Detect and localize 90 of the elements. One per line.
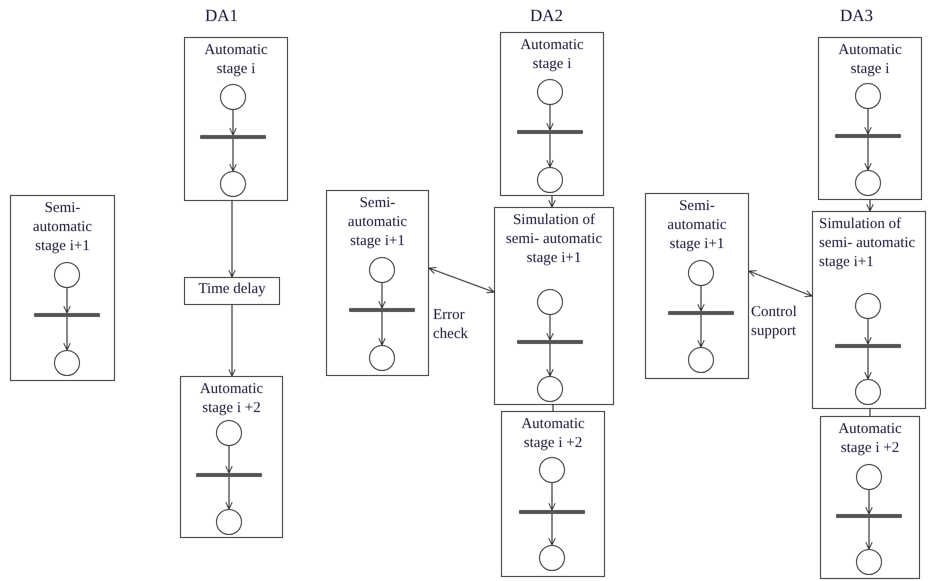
arrow [229, 110, 237, 136]
arrow [229, 139, 237, 172]
place-circle [854, 170, 881, 196]
arrow [864, 319, 872, 344]
arrow [865, 490, 873, 514]
arrow [228, 305, 236, 376]
arrow [866, 200, 874, 212]
place-circle [220, 170, 246, 197]
node-text: Automatic stage i +2 [837, 420, 903, 458]
node-text: Semi- automatic stage i+1 [32, 199, 94, 256]
transition-bar [834, 134, 901, 138]
arrow [697, 286, 705, 312]
place-circle [688, 346, 714, 373]
arrow [228, 201, 236, 278]
transition-bar [516, 130, 583, 134]
place-circle [54, 262, 80, 288]
arrow [864, 138, 872, 170]
place-circle [536, 166, 563, 193]
stage-box [500, 32, 604, 196]
transition-bar [516, 340, 583, 344]
arrow [548, 483, 556, 510]
arrow [225, 446, 233, 474]
node-text: Automatic stage i [519, 36, 585, 74]
arrow [548, 514, 556, 546]
stage-box [812, 211, 926, 409]
place-circle [854, 292, 881, 319]
place-circle [538, 544, 565, 571]
place-circle [368, 256, 395, 283]
connector-line [869, 409, 871, 416]
stage-box [180, 376, 283, 538]
node-text: Automatic stage i [837, 41, 903, 79]
arrow [546, 134, 554, 168]
arrow [546, 315, 554, 340]
section-heading: DA2 [530, 6, 564, 26]
arrow [865, 518, 873, 550]
arrow [748, 270, 812, 298]
arrow [864, 109, 872, 134]
place-circle [854, 378, 881, 405]
node-text: Automatic stage i +2 [520, 415, 586, 453]
node-text: Automatic stage i [203, 41, 269, 79]
node-text: Simulation of semi- automatic stage i+1 [504, 211, 604, 268]
arrow [378, 283, 386, 308]
connector-line [552, 405, 554, 411]
section-heading: DA1 [205, 6, 238, 26]
stage-box [818, 37, 922, 200]
place-circle [54, 350, 80, 376]
node-text: Automatic stage i +2 [198, 380, 264, 418]
arrow [63, 317, 71, 350]
node-text: Semi- automatic stage i+1 [666, 197, 728, 254]
transition-bar [348, 308, 415, 312]
place-circle [688, 260, 714, 286]
arrow [378, 312, 386, 346]
node-text: Semi- automatic stage i+1 [346, 194, 408, 251]
transition-bar [668, 310, 734, 315]
place-circle [856, 548, 882, 575]
place-circle [216, 420, 242, 446]
stage-box [184, 37, 288, 201]
transition-bar [518, 510, 585, 514]
section-heading: DA3 [840, 6, 874, 26]
place-circle [368, 344, 395, 371]
arrow [548, 196, 556, 208]
transition-bar [200, 134, 266, 139]
arrow [428, 267, 494, 294]
place-circle [536, 376, 563, 402]
arrow [697, 315, 705, 348]
transition-bar [834, 344, 901, 348]
place-circle [854, 82, 881, 109]
place-circle [856, 464, 882, 490]
node-text: Time delay [198, 280, 266, 299]
place-circle [536, 288, 563, 315]
stage-box [10, 195, 115, 381]
node-text: Simulation of semi- automatic stage i+1 [819, 215, 916, 272]
stage-box [501, 411, 605, 577]
stage-box [494, 207, 614, 405]
place-circle [216, 508, 242, 535]
arrow [864, 348, 872, 380]
stage-box [326, 190, 429, 376]
arrow [546, 344, 554, 376]
place-circle [538, 456, 565, 483]
delay-box [184, 277, 280, 305]
transition-bar [34, 312, 100, 317]
arrow [63, 288, 71, 314]
arrow [546, 105, 554, 130]
arrow [225, 477, 233, 510]
transition-bar [196, 472, 262, 477]
stage-box [820, 416, 920, 579]
place-circle [536, 78, 563, 105]
stage-box [645, 193, 749, 379]
place-circle [220, 84, 246, 110]
transition-bar [836, 514, 902, 518]
